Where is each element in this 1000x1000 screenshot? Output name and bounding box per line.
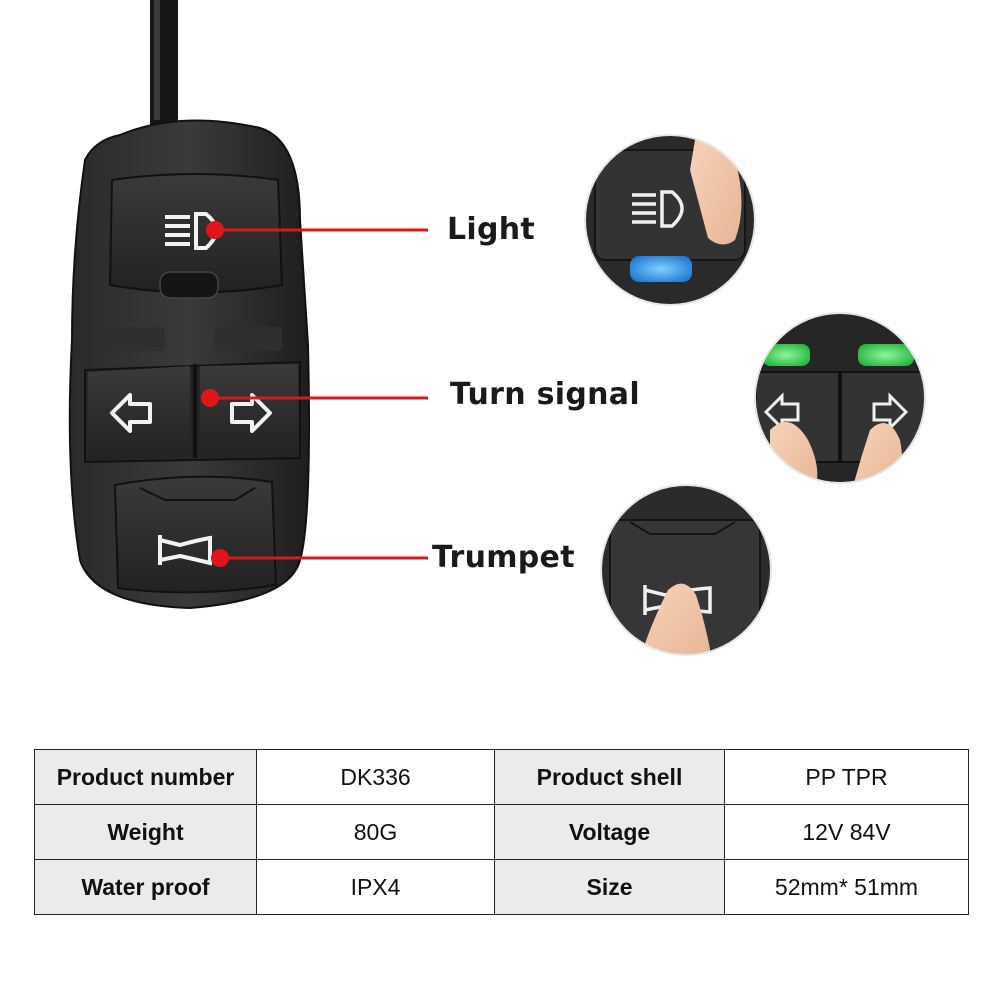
spec-label: Product shell [494,749,725,805]
spec-label: Voltage [494,804,725,860]
spec-value: 52mm* 51mm [724,859,969,915]
right-indicator-window [214,327,282,351]
callout-turn-signal-label: Turn signal [450,377,640,412]
blue-indicator [630,256,692,282]
detail-trumpet-photo [601,485,771,655]
detail-turn-photo [755,313,925,483]
spec-value: 80G [256,804,495,860]
spec-table: Product number DK336 Product shell PP TP… [34,749,969,915]
pointer-turn-signal [201,389,428,407]
green-indicator-right [858,344,914,366]
horn-icon [158,535,212,566]
horn-button[interactable] [113,475,278,594]
green-indicator-left [762,344,810,366]
light-button[interactable] [108,173,284,299]
spec-label: Weight [34,804,257,860]
spec-value: IPX4 [256,859,495,915]
pointer-trumpet [211,549,428,567]
spec-value: PP TPR [724,749,969,805]
pointer-light [206,221,428,239]
table-row: Water proof IPX4 Size 52mm* 51mm [34,859,969,915]
spec-value: 12V 84V [724,804,969,860]
callout-trumpet-label: Trumpet [432,540,575,575]
detail-light-photo [585,135,755,305]
callout-light-label: Light [447,212,536,247]
spec-label: Size [494,859,725,915]
spec-label: Water proof [34,859,257,915]
turn-signal-rocker[interactable] [84,360,301,464]
table-row: Weight 80G Voltage 12V 84V [34,804,969,860]
spec-value: DK336 [256,749,495,805]
spec-label: Product number [34,749,257,805]
finger-icon [690,138,742,245]
left-indicator-window [97,327,165,351]
arrow-left-icon [110,393,152,433]
table-row: Product number DK336 Product shell PP TP… [34,749,969,805]
